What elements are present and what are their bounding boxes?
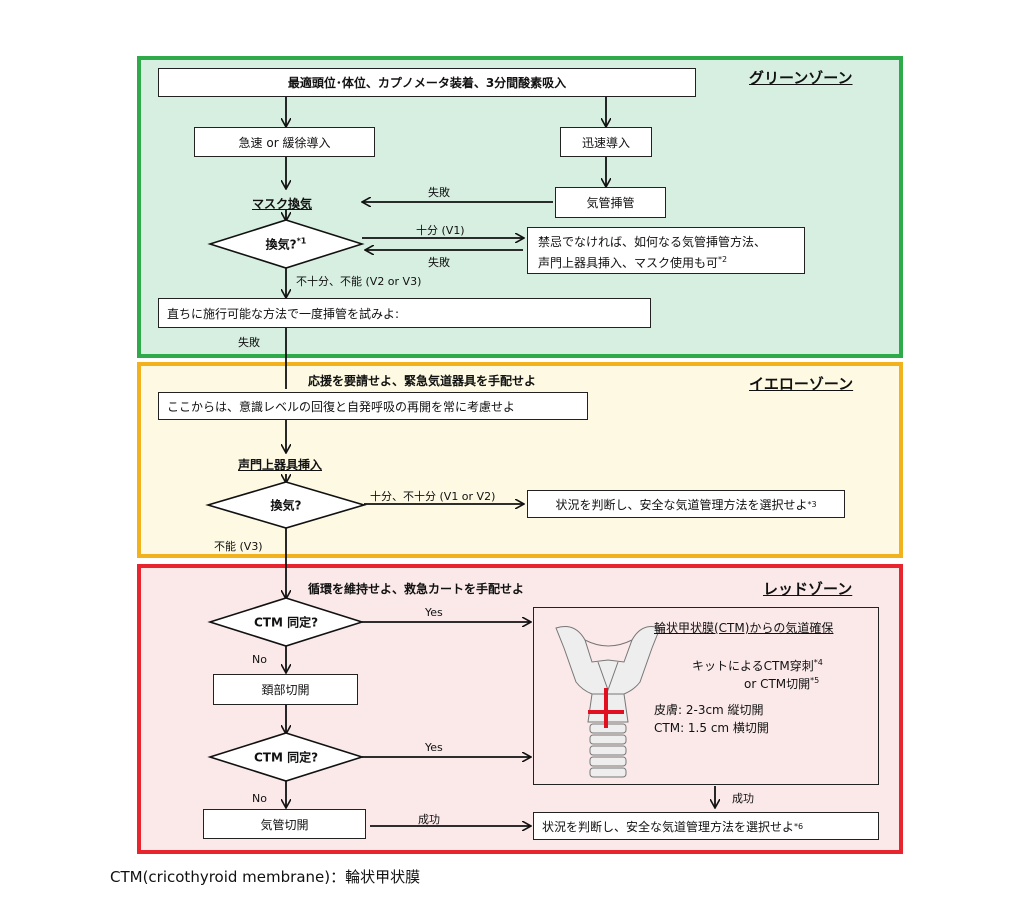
- alternative-line-1: 禁忌でなければ、如何なる気管挿管方法、: [538, 235, 767, 249]
- fail-label-intubation: 失敗: [428, 186, 450, 199]
- call-help-label: 応援を要請せよ、緊急気道器具を手配せよ: [308, 374, 537, 388]
- judge-situation-box-1: 状況を判断し、安全な気道管理方法を選択せよ*3: [527, 490, 845, 518]
- success-label-ctm: 成功: [732, 792, 754, 805]
- fail-label-down: 失敗: [238, 336, 260, 349]
- skin-incision-text: 皮膚: 2-3cm 縦切開: [654, 703, 764, 717]
- mask-ventilation-label: マスク換気: [252, 197, 313, 211]
- incision-cross-icon: [588, 688, 624, 728]
- insufficient-label: 不十分、不能 (V2 or V3): [296, 275, 422, 288]
- diamond-ventilation-yellow: [205, 481, 367, 529]
- red-zone-title: レッドゾーン: [763, 580, 853, 598]
- ctm-kit-puncture: キットによるCTM穿刺*4: [692, 658, 823, 673]
- fail-label-back: 失敗: [428, 256, 450, 269]
- diamond-ventilation-green: [207, 219, 365, 269]
- diamond-ctm-1: [207, 597, 365, 647]
- diamond-label-yellow: 換気?: [270, 498, 302, 513]
- rapid-induction-box: 迅速導入: [560, 127, 652, 157]
- diamond-label-ctm-2: CTM 同定?: [253, 750, 319, 765]
- neck-incision-box: 頚部切開: [213, 674, 358, 705]
- preparation-box: 最適頭位･体位、カプノメータ装着、3分間酸素吸入: [158, 68, 696, 97]
- ctm-transverse-text: CTM: 1.5 cm 横切開: [654, 721, 769, 735]
- alternative-line-2: 声門上器具挿入、マスク使用も可*2: [538, 255, 728, 270]
- diamond-label-green: 換気?*1: [265, 236, 307, 252]
- induction-box: 急速 or 緩徐導入: [194, 127, 375, 157]
- ctm-panel-title: 輪状甲状膜(CTM)からの気道確保: [654, 621, 834, 635]
- diamond-label-ctm-1: CTM 同定?: [253, 615, 319, 630]
- yellow-zone-title: イエローゾーン: [749, 375, 854, 393]
- sga-insertion-label: 声門上器具挿入: [238, 458, 323, 472]
- yes-label-2: Yes: [425, 741, 443, 754]
- tracheotomy-box: 気管切開: [203, 809, 366, 839]
- no-label-1: No: [252, 653, 267, 666]
- try-intubation-box: 直ちに施行可能な方法で一度挿管を試みよ:: [158, 298, 651, 328]
- intubation-box: 気管挿管: [555, 187, 666, 218]
- ctm-footnote: CTM(cricothyroid membrane)：輪状甲状膜: [110, 868, 421, 886]
- unable-v3-label: 不能 (V3): [214, 540, 263, 553]
- judge-situation-box-2: 状況を判断し、安全な気道管理方法を選択せよ*6: [533, 812, 879, 840]
- yes-label-1: Yes: [425, 606, 443, 619]
- consider-recovery-box: ここからは、意識レベルの回復と自発呼吸の再開を常に考慮せよ: [158, 392, 588, 420]
- circulation-label: 循環を維持せよ、救急カートを手配せよ: [308, 582, 525, 596]
- no-label-2: No: [252, 792, 267, 805]
- ctm-incision: or CTM切開*5: [744, 676, 820, 691]
- diamond-ctm-2: [207, 732, 365, 782]
- sufficient-v1-v2-label: 十分、不十分 (V1 or V2): [370, 490, 496, 503]
- green-zone-title: グリーンゾーン: [749, 69, 853, 87]
- success-label-trach: 成功: [418, 813, 440, 826]
- sufficient-label: 十分 (V1): [416, 224, 465, 237]
- alternative-methods-box: 禁忌でなければ、如何なる気管挿管方法、 声門上器具挿入、マスク使用も可*2: [527, 227, 805, 274]
- ctm-airway-panel: [533, 607, 879, 785]
